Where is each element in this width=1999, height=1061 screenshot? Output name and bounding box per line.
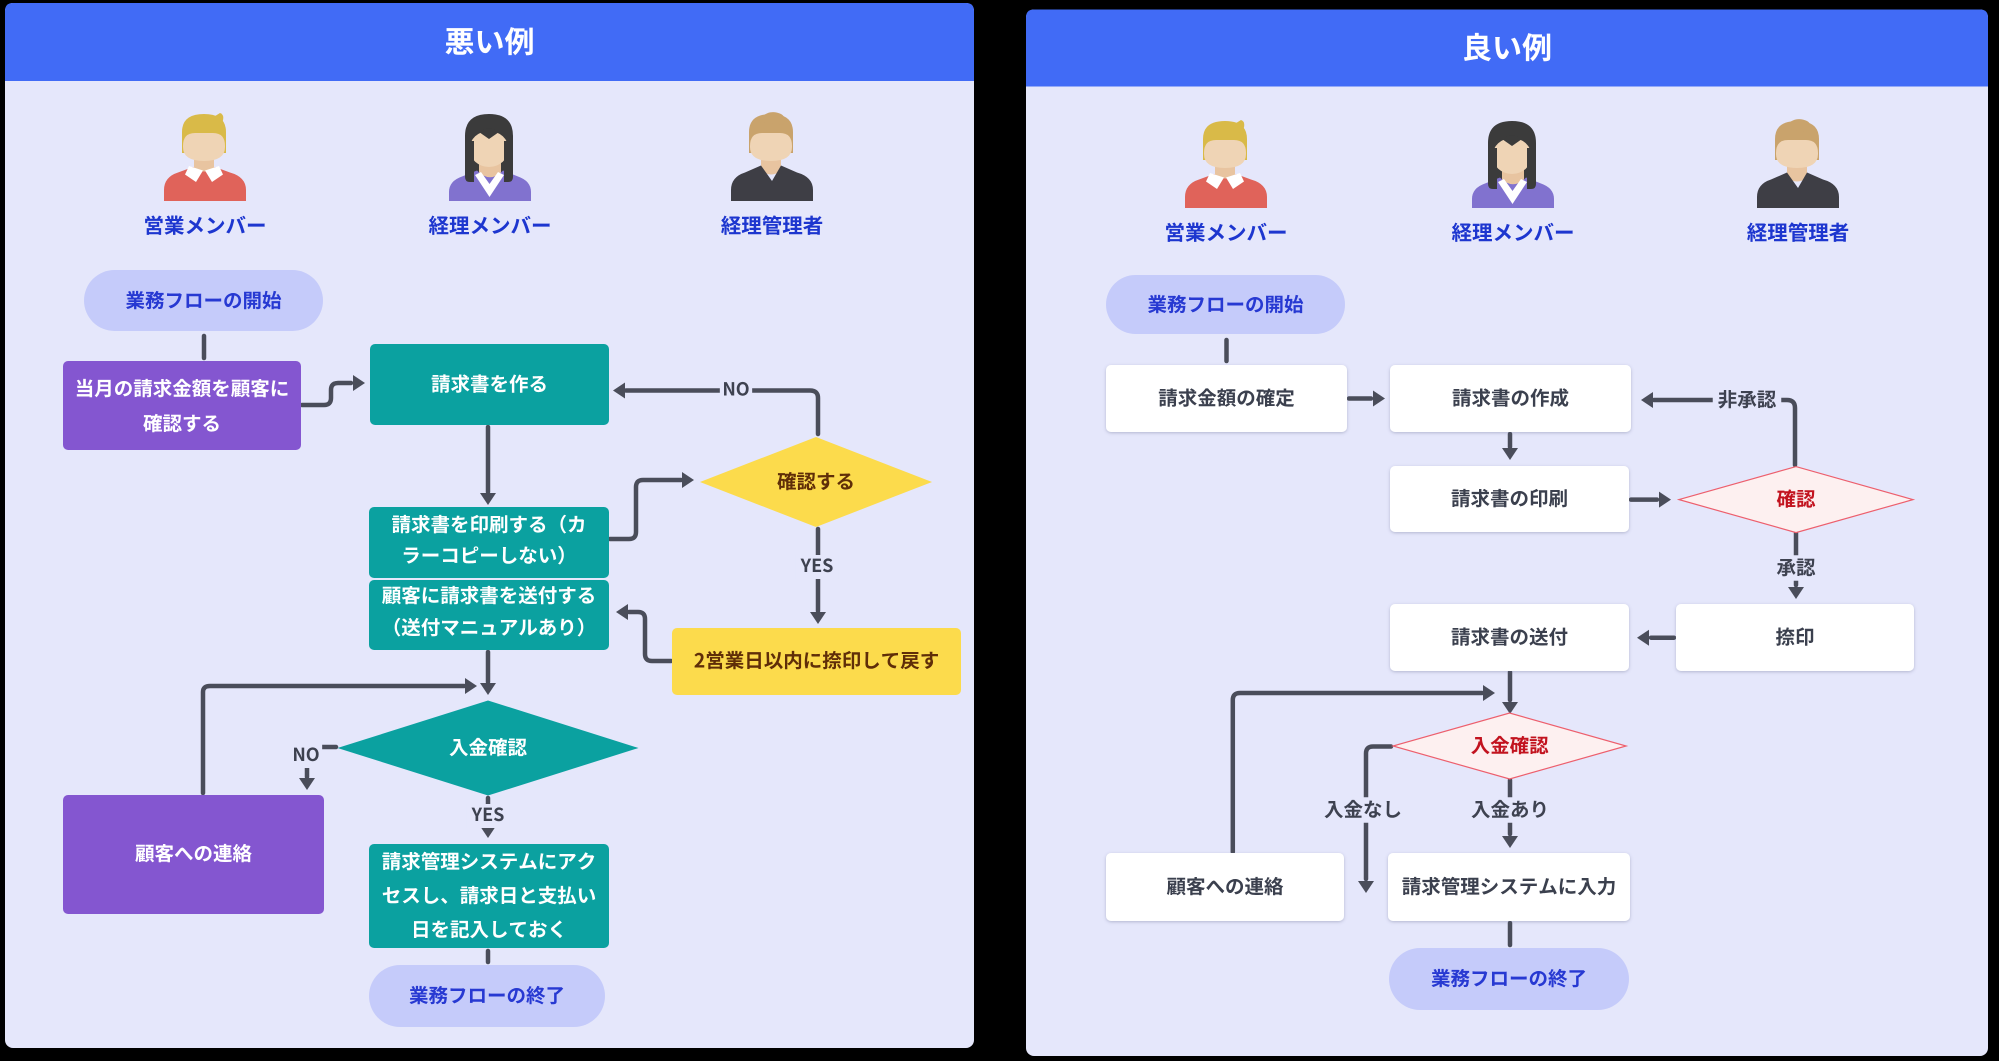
svg-text:請求書の印刷: 請求書の印刷 xyxy=(1451,483,1568,512)
svg-text:ラーコピーしない）: ラーコピーしない） xyxy=(401,540,577,569)
svg-text:顧客に請求書を送付する: 顧客に請求書を送付する xyxy=(382,580,597,609)
svg-text:営業メンバー: 営業メンバー xyxy=(1165,216,1288,246)
svg-text:業務フローの終了: 業務フローの終了 xyxy=(409,980,565,1009)
svg-text:NO: NO xyxy=(292,741,319,767)
svg-text:請求書の送付: 請求書の送付 xyxy=(1451,621,1568,650)
svg-text:捺印: 捺印 xyxy=(1775,621,1814,650)
svg-text:経理メンバー: 経理メンバー xyxy=(1452,216,1575,246)
svg-text:請求書を印刷する（カ: 請求書を印刷する（カ xyxy=(391,509,586,538)
svg-text:YES: YES xyxy=(471,801,505,827)
svg-text:入金確認: 入金確認 xyxy=(1471,730,1550,759)
svg-text:業務フローの終了: 業務フローの終了 xyxy=(1431,963,1587,992)
svg-text:入金あり: 入金あり xyxy=(1471,794,1549,823)
svg-text:良い例: 良い例 xyxy=(1462,24,1552,68)
svg-text:入金確認: 入金確認 xyxy=(449,732,528,761)
svg-text:非承認: 非承認 xyxy=(1718,384,1777,413)
svg-text:NO: NO xyxy=(722,376,749,402)
svg-text:請求管理システムにアク: 請求管理システムにアク xyxy=(382,846,597,875)
svg-text:（送付マニュアルあり）: （送付マニュアルあり） xyxy=(382,612,597,641)
svg-text:セスし、請求日と支払い: セスし、請求日と支払い xyxy=(382,880,597,909)
svg-text:承認: 承認 xyxy=(1776,552,1816,581)
svg-text:請求書の作成: 請求書の作成 xyxy=(1452,382,1569,411)
svg-text:業務フローの開始: 業務フローの開始 xyxy=(125,285,282,314)
svg-text:YES: YES xyxy=(800,552,834,578)
svg-text:業務フローの開始: 業務フローの開始 xyxy=(1147,289,1304,318)
svg-text:日を記入しておく: 日を記入しておく xyxy=(411,914,567,943)
svg-text:確認する: 確認する xyxy=(777,466,855,495)
svg-text:2営業日以内に捺印して戻す: 2営業日以内に捺印して戻す xyxy=(694,645,940,674)
svg-text:顧客への連絡: 顧客への連絡 xyxy=(135,838,253,867)
svg-text:確認する: 確認する xyxy=(143,408,221,437)
svg-text:請求金額の確定: 請求金額の確定 xyxy=(1158,382,1295,411)
svg-text:確認: 確認 xyxy=(1776,483,1816,512)
svg-text:経理管理者: 経理管理者 xyxy=(1747,216,1850,246)
svg-text:請求書を作る: 請求書を作る xyxy=(431,368,548,397)
svg-text:悪い例: 悪い例 xyxy=(445,18,535,62)
svg-text:経理管理者: 経理管理者 xyxy=(721,209,824,239)
svg-text:顧客への連絡: 顧客への連絡 xyxy=(1166,871,1284,900)
svg-text:経理メンバー: 経理メンバー xyxy=(429,209,552,239)
svg-text:営業メンバー: 営業メンバー xyxy=(144,209,267,239)
svg-text:入金なし: 入金なし xyxy=(1324,794,1402,823)
svg-text:当月の請求金額を顧客に: 当月の請求金額を顧客に xyxy=(75,373,290,402)
svg-text:請求管理システムに入力: 請求管理システムに入力 xyxy=(1402,871,1617,900)
